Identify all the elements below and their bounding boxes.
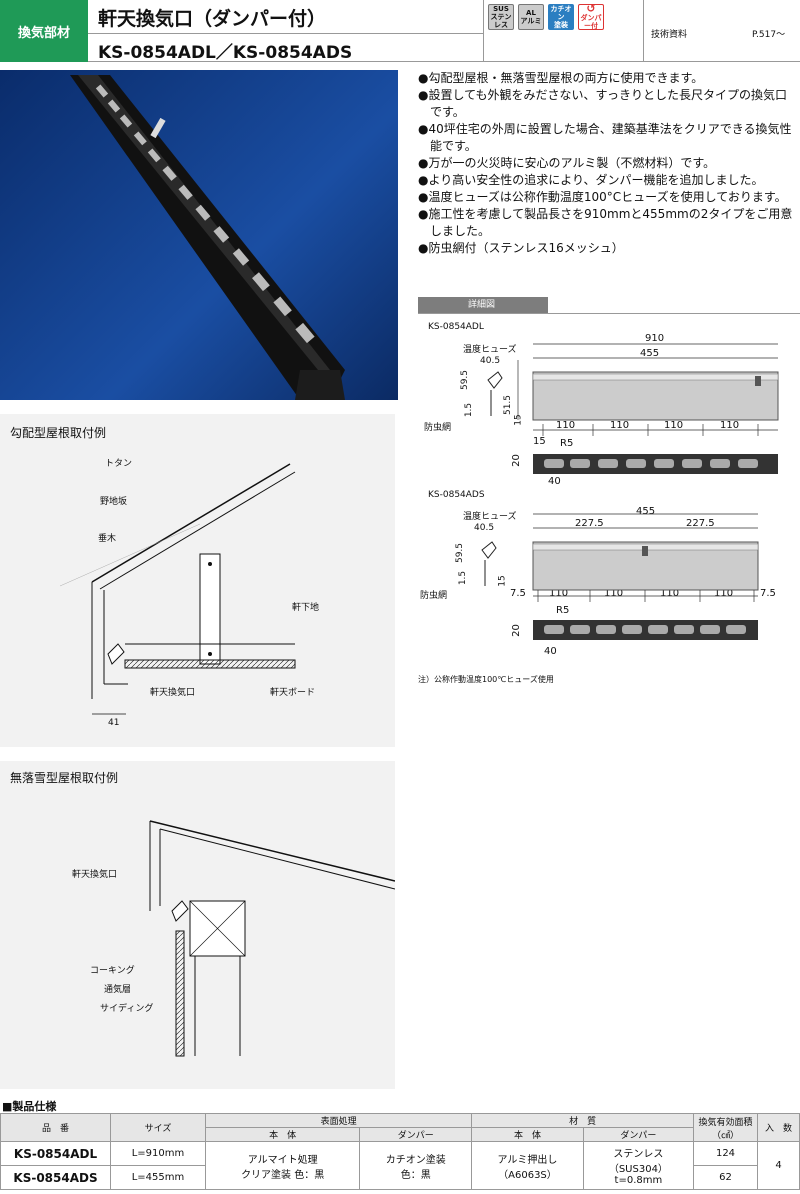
ads-edge-left: 7.5 [510, 588, 526, 599]
header: 換気部材 軒天換気口（ダンパー付） KS-0854ADL／KS-0854ADS … [0, 0, 800, 63]
col-size: サイズ [110, 1113, 206, 1142]
damper-badge-icon: ↺ダンパー付 [578, 3, 604, 30]
col-surface: 表面処理 [204, 1113, 473, 1128]
label-nokishita: 軒下地 [292, 603, 320, 613]
ads-spacing: 110 [549, 588, 569, 599]
spec-title: ■製品仕様 [2, 1100, 57, 1113]
ads-net-label: 防虫網 [420, 591, 448, 601]
label-dim-41: 41 [108, 718, 120, 728]
ads-edge-right: 7.5 [760, 588, 776, 599]
adl-spacing: 110 [664, 420, 684, 431]
col-material: 材 質 [471, 1113, 694, 1128]
feature-item: より高い安全性の追求により、ダンパー機能を追加しました。 [418, 172, 798, 189]
page-title: 軒天換気口（ダンパー付） [98, 8, 327, 30]
feature-item: 施工性を考慮して製品長さを910mmと455mmの2タイプをご用意しました。 [418, 206, 798, 240]
feature-list: 勾配型屋根・無落雪型屋根の両方に使用できます。 設置しても外観をみださない、すっ… [418, 70, 798, 257]
spec-table: 品 番 サイズ 表面処理 材 質 換気有効面積（㎠） 入 数 本 体 ダンパー … [0, 1113, 800, 1190]
adl-spacing: 110 [556, 420, 576, 431]
row-size: L=455mm [110, 1165, 206, 1190]
row-size: L=910mm [110, 1141, 206, 1166]
flat-roof-drawing [149, 820, 395, 1057]
adl-total: 910 [645, 333, 665, 344]
surface-body-cell: アルマイト処理クリア塗装 色：黒 [204, 1141, 361, 1190]
ads-dim-405: 40.5 [474, 523, 495, 533]
install-panel-sloped: 勾配型屋根取付例 トタン 野地坂 垂木 軒下地 軒天換気口 軒天ボード 41 [0, 414, 395, 747]
label-layer: 通気層 [104, 985, 132, 995]
adl-w40: 40 [548, 476, 561, 487]
row-area: 62 [693, 1165, 758, 1190]
label-caulk: コーキング [90, 966, 135, 976]
label-board: 軒天ボード [270, 688, 316, 698]
ads-name: KS-0854ADS [428, 490, 485, 500]
row-model: KS-0854ADL [0, 1141, 111, 1166]
material-body-cell: アルミ押出し（A6063S） [471, 1141, 584, 1190]
ads-half-2: 227.5 [686, 518, 715, 529]
ads-spacing: 110 [660, 588, 680, 599]
adl-net-label: 防虫網 [424, 423, 452, 433]
adl-r5: R5 [560, 438, 574, 449]
col-material-damper: ダンパー [582, 1127, 695, 1142]
adl-edge: 15 [533, 436, 546, 447]
adl-spacing: 110 [720, 420, 740, 431]
adl-drawing [487, 343, 779, 474]
install-panel-flat: 無落雪型屋根取付例 軒天換気口 コーキング 通気層 サイディング [0, 761, 395, 1089]
material-damper-cell: ステンレス（SUS304）t=0.8mm [582, 1141, 695, 1190]
model-numbers: KS-0854ADL／KS-0854ADS [98, 43, 353, 63]
row-area: 124 [693, 1141, 758, 1166]
cation-badge-icon: カチオン塗装 [548, 4, 574, 30]
sloped-roof-drawing [59, 463, 296, 715]
col-surface-damper: ダンパー [359, 1127, 473, 1142]
ads-r5: R5 [556, 605, 570, 616]
vent-product-image [70, 75, 345, 400]
feature-item: 温度ヒューズは公称作動温度100°Cヒューズを使用しております。 [418, 189, 798, 206]
ads-total: 455 [636, 506, 656, 517]
category-label: 換気部材 [0, 0, 88, 62]
label-vent-flat: 軒天換気口 [72, 870, 118, 880]
label-noji: 野地坂 [100, 497, 128, 507]
feature-item: 40坪住宅の外周に設置した場合、建築基準法をクリアできる換気性能です。 [418, 121, 798, 155]
col-qty: 入 数 [757, 1113, 800, 1142]
label-vent: 軒天換気口 [150, 688, 196, 698]
detail-note: 注）公称作動温度100℃ヒューズ使用 [418, 675, 554, 684]
feature-item: 勾配型屋根・無落雪型屋根の両方に使用できます。 [418, 70, 798, 87]
col-area: 換気有効面積（㎠） [693, 1113, 758, 1142]
adl-dim-405: 40.5 [480, 356, 501, 366]
page-ref: P.517〜 [752, 30, 786, 40]
row-model: KS-0854ADS [0, 1165, 111, 1190]
label-taruki: 垂木 [98, 534, 117, 544]
col-material-body: 本 体 [471, 1127, 584, 1142]
label-siding: サイディング [100, 1004, 154, 1014]
ads-spacing: 110 [714, 588, 734, 599]
install-title-flat: 無落雪型屋根取付例 [10, 771, 119, 785]
feature-item: 防虫網付（ステンレス16メッシュ） [418, 240, 798, 257]
tech-label: 技術資料 [651, 30, 688, 40]
ads-drawing [481, 513, 759, 640]
ads-spacing: 110 [604, 588, 624, 599]
surface-damper-cell: カチオン塗装色：黒 [359, 1141, 473, 1190]
install-title-sloped: 勾配型屋根取付例 [10, 426, 107, 440]
col-surface-body: 本 体 [204, 1127, 361, 1142]
adl-half: 455 [640, 348, 660, 359]
feature-item: 万が一の火災時に安心のアルミ製（不燃材料）です。 [418, 155, 798, 172]
adl-fuse-label: 温度ヒューズ [463, 345, 517, 355]
product-photo [0, 70, 398, 400]
feature-item: 設置しても外観をみださない、すっきりとした長尺タイプの換気口です。 [418, 87, 798, 121]
label-totan: トタン [105, 459, 133, 469]
ads-w40: 40 [544, 646, 557, 657]
ads-fuse-label: 温度ヒューズ [463, 512, 517, 522]
adl-spacing: 110 [610, 420, 630, 431]
ads-half-1: 227.5 [575, 518, 604, 529]
qty-cell: 4 [757, 1141, 800, 1190]
detail-label: 詳細図 [418, 297, 548, 313]
col-model: 品 番 [0, 1113, 111, 1142]
adl-name: KS-0854ADL [428, 322, 484, 332]
